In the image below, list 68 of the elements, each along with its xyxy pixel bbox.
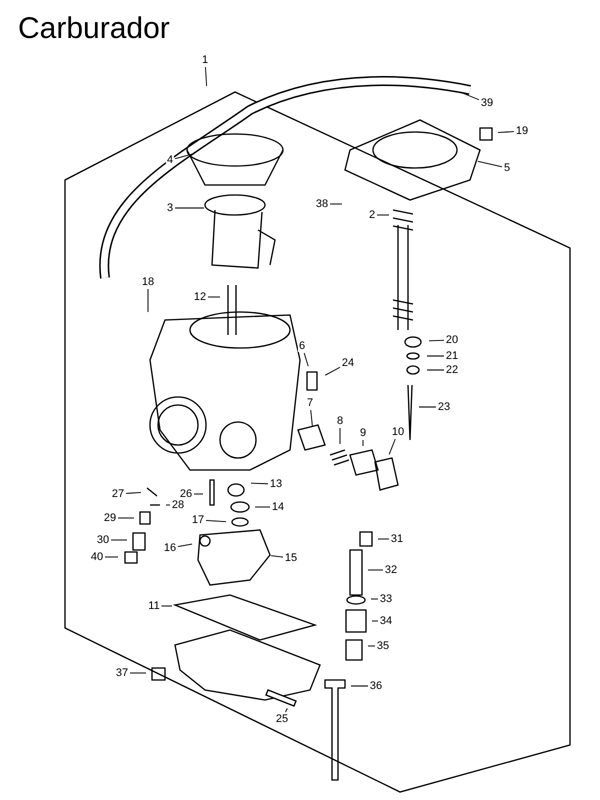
callout-number: 1 xyxy=(200,54,210,66)
callout-number: 23 xyxy=(436,401,452,413)
callout-number: 31 xyxy=(390,533,404,545)
callout-number: 39 xyxy=(480,97,494,109)
callout-number: 8 xyxy=(336,415,344,427)
leader-line xyxy=(460,92,480,100)
leader-line xyxy=(428,340,444,342)
callout-number: 36 xyxy=(368,680,384,692)
callout-number: 40 xyxy=(90,551,104,563)
leader-line xyxy=(130,672,146,674)
leader-line xyxy=(388,438,396,455)
leader-line xyxy=(166,504,170,506)
callout-number: 10 xyxy=(390,426,406,438)
leader-line xyxy=(362,440,364,446)
callout-number: 9 xyxy=(358,427,368,439)
leader-line xyxy=(270,555,284,558)
leader-line xyxy=(254,506,270,508)
leader-line xyxy=(208,296,220,298)
callout-number: 18 xyxy=(140,276,156,288)
leader-line xyxy=(205,66,208,86)
callout-number: 32 xyxy=(384,564,398,576)
callout-number: 15 xyxy=(284,552,298,564)
callout-number: 5 xyxy=(502,162,512,174)
leader-line xyxy=(372,620,378,622)
callout-number: 21 xyxy=(444,350,460,362)
callout-number: 17 xyxy=(190,514,206,526)
callout-number: 34 xyxy=(378,615,394,627)
callout-number: 29 xyxy=(102,512,118,524)
callout-number: 3 xyxy=(166,202,174,214)
callout-number: 13 xyxy=(268,478,284,490)
leader-line xyxy=(477,160,502,168)
callout-number: 37 xyxy=(114,667,130,679)
callout-number: 4 xyxy=(166,154,174,166)
callout-number: 38 xyxy=(314,198,330,210)
leader-line xyxy=(178,544,193,548)
callout-number: 20 xyxy=(444,334,460,346)
leader-line xyxy=(498,131,514,134)
callout-number: 11 xyxy=(147,600,161,612)
leader-line xyxy=(174,153,195,160)
leader-line xyxy=(418,406,436,408)
leader-line xyxy=(378,538,390,540)
callout-number: 28 xyxy=(170,499,186,511)
leader-line xyxy=(304,352,309,367)
callout-number: 30 xyxy=(96,534,110,546)
callout-number: 16 xyxy=(162,542,178,554)
callout-number: 26 xyxy=(178,488,194,500)
leader-line xyxy=(285,708,288,712)
leader-line xyxy=(206,520,226,522)
callout-number: 35 xyxy=(376,640,390,652)
leader-line xyxy=(370,598,378,600)
callout-number: 27 xyxy=(110,488,126,500)
leader-line xyxy=(324,366,340,376)
callout-number: 2 xyxy=(368,209,376,221)
callout-number: 7 xyxy=(306,397,314,409)
callout-number: 14 xyxy=(270,501,286,513)
leader-line xyxy=(250,482,268,484)
leader-line xyxy=(126,492,142,494)
callout-number: 6 xyxy=(298,340,306,352)
callout-number: 19 xyxy=(514,125,530,137)
leader-line xyxy=(104,556,118,558)
callout-number: 12 xyxy=(192,291,208,303)
callout-number: 22 xyxy=(444,364,460,376)
leader-line xyxy=(376,214,390,216)
callout-number: 24 xyxy=(340,357,356,369)
callout-number: 25 xyxy=(274,713,290,725)
leader-line xyxy=(310,410,313,426)
callout-number: 33 xyxy=(378,593,394,605)
diagram-title: Carburador xyxy=(18,12,170,46)
